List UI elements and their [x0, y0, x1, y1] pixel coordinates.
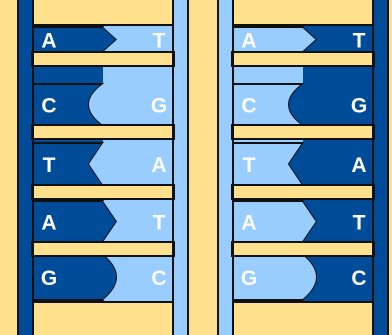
- rung: [231, 241, 375, 257]
- rung: [31, 51, 175, 67]
- rung: [31, 241, 175, 257]
- base-letter-right: G: [351, 95, 367, 118]
- base-right: [303, 254, 373, 300]
- bottom-cap: [32, 301, 174, 335]
- base-right: [103, 254, 173, 300]
- base-letter-right: T: [153, 30, 166, 53]
- base-letter-left: C: [41, 95, 56, 118]
- base-letter-right: A: [151, 154, 166, 177]
- base-letter-left: C: [241, 95, 256, 118]
- base-letter-left: A: [41, 30, 56, 53]
- rung: [231, 124, 375, 140]
- base-right: [289, 84, 373, 125]
- base-letter-left: A: [241, 30, 256, 53]
- base-letter-left: G: [241, 267, 257, 290]
- base-right: [89, 84, 173, 125]
- base-letter-right: C: [351, 267, 366, 290]
- base-right: [89, 143, 173, 185]
- base-letter-right: T: [353, 212, 366, 235]
- top-cap: [232, 0, 374, 26]
- top-cap: [32, 0, 174, 26]
- base-letter-left: T: [43, 154, 56, 177]
- rung: [231, 51, 375, 67]
- rung: [31, 184, 175, 200]
- base-letter-left: A: [241, 212, 256, 235]
- base-letter-right: C: [151, 267, 166, 290]
- base-right: [303, 201, 373, 242]
- bottom-cap: [232, 301, 374, 335]
- base-right: [103, 27, 173, 52]
- base-letter-right: T: [153, 212, 166, 235]
- base-right: [303, 27, 373, 52]
- base-letter-left: A: [41, 212, 56, 235]
- rung: [231, 184, 375, 200]
- base-letter-right: A: [351, 154, 366, 177]
- base-letter-right: G: [151, 95, 167, 118]
- base-right: [103, 201, 173, 242]
- base-letter-left: T: [243, 154, 256, 177]
- base-letter-left: G: [41, 267, 57, 290]
- rung: [31, 124, 175, 140]
- base-letter-right: T: [353, 30, 366, 53]
- base-right: [289, 143, 373, 185]
